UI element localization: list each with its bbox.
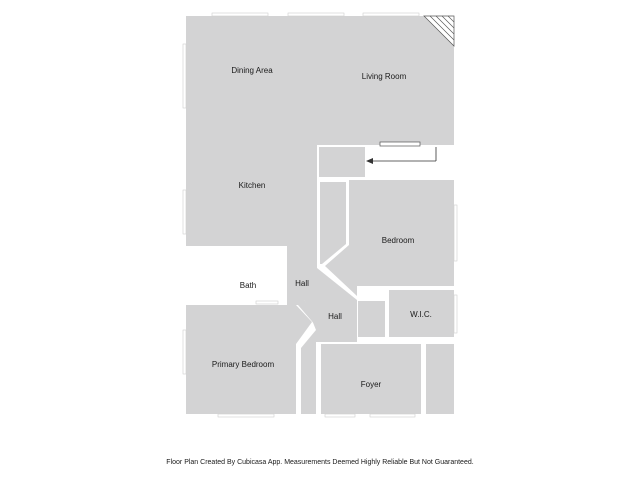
window (369, 413, 416, 418)
window (182, 329, 187, 375)
linen-closet-floor (358, 301, 385, 337)
foyer-floor (321, 344, 421, 414)
great-room-floor (186, 16, 454, 250)
window (453, 204, 458, 262)
primary-bedroom-floor (186, 305, 312, 414)
room-label-kitchen: Kitchen (239, 181, 266, 190)
window (287, 12, 345, 17)
room-label-bedroom: Bedroom (382, 236, 415, 245)
window (211, 12, 269, 17)
bedroom-closet-floor (320, 182, 346, 264)
window (324, 413, 356, 418)
room-label-primary-bedroom: Primary Bedroom (212, 360, 275, 369)
window (182, 43, 187, 109)
window (453, 294, 458, 334)
window (255, 300, 279, 305)
room-label-wic: W.I.C. (410, 310, 432, 319)
hall-upper-floor (287, 250, 357, 342)
entry-arrow-icon (366, 147, 437, 164)
window (217, 413, 275, 418)
foyer-closet-floor (426, 344, 454, 414)
room-label-dining-area: Dining Area (231, 66, 273, 75)
closet-top-floor (319, 147, 365, 177)
wic-floor (389, 290, 454, 337)
room-label-bath: Bath (240, 281, 256, 290)
window (182, 189, 187, 235)
room-label-hall-upper: Hall (295, 279, 309, 288)
room-label-living-room: Living Room (362, 72, 407, 81)
primary-closet-floor (301, 330, 316, 414)
window (362, 12, 420, 17)
room-label-hall-lower: Hall (328, 312, 342, 321)
bedroom-floor (325, 180, 454, 296)
hall-center-floor (287, 300, 320, 342)
room-label-foyer: Foyer (361, 380, 382, 389)
sliding-door (379, 141, 421, 147)
footer-caption: Floor Plan Created By Cubicasa App. Meas… (166, 459, 474, 466)
fireplace-icon (423, 15, 455, 47)
